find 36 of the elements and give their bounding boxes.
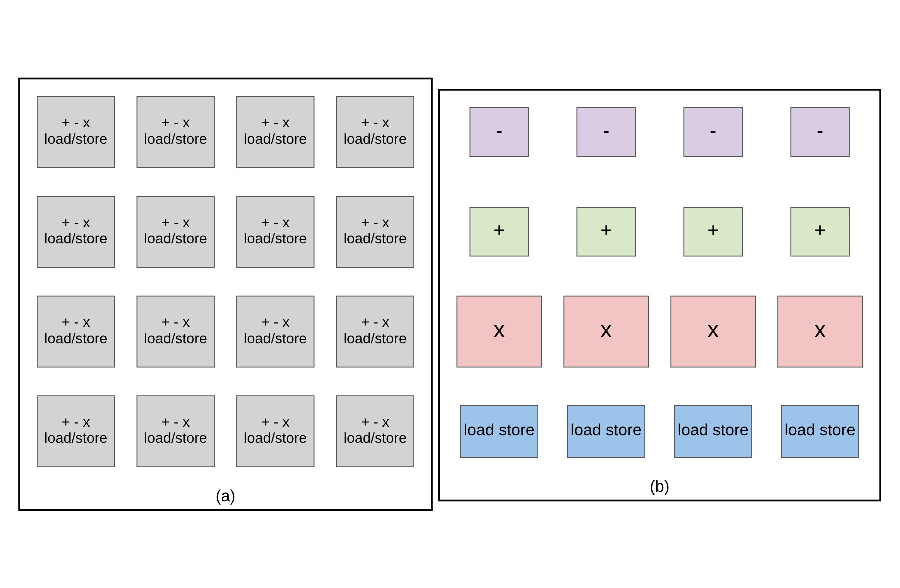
- node-box: +: [684, 206, 744, 256]
- node-box: load store: [460, 404, 539, 458]
- node-box: + - x load/store: [37, 196, 116, 268]
- node-box: + - x load/store: [336, 395, 414, 468]
- node-box: + - x load/store: [336, 196, 414, 268]
- node-box: + - x load/store: [136, 395, 215, 468]
- node-box: +: [470, 206, 530, 256]
- node-box: + - x load/store: [236, 395, 315, 468]
- node-box: + - x load/store: [236, 96, 315, 168]
- node-box: load store: [567, 404, 646, 458]
- node-box: +: [576, 206, 636, 256]
- node-box: + - x load/store: [136, 196, 215, 268]
- cluster: [18, 77, 433, 511]
- node-box: -: [790, 107, 850, 156]
- node-box: + - x load/store: [37, 96, 116, 168]
- node-box: + - x load/store: [136, 295, 215, 368]
- node-box: + - x load/store: [236, 196, 315, 268]
- node-box: + - x load/store: [236, 295, 315, 368]
- node-box: load store: [781, 404, 860, 458]
- node-box: x: [778, 295, 863, 368]
- node-box: +: [790, 206, 850, 256]
- node-box: -: [684, 107, 744, 156]
- node-box: x: [670, 295, 756, 368]
- node-box: + - x load/store: [136, 96, 215, 168]
- node-box: + - x load/store: [37, 395, 116, 468]
- node-box: -: [470, 107, 530, 156]
- node-box: load store: [674, 404, 752, 458]
- node-box: x: [564, 295, 650, 368]
- node-label: (b): [650, 478, 670, 496]
- node-box: + - x load/store: [37, 295, 116, 368]
- node-label: (a): [216, 487, 236, 506]
- node-box: -: [576, 107, 636, 156]
- node-box: + - x load/store: [336, 295, 414, 368]
- cluster: [438, 88, 882, 502]
- node-box: + - x load/store: [336, 96, 414, 168]
- node-box: x: [456, 295, 542, 368]
